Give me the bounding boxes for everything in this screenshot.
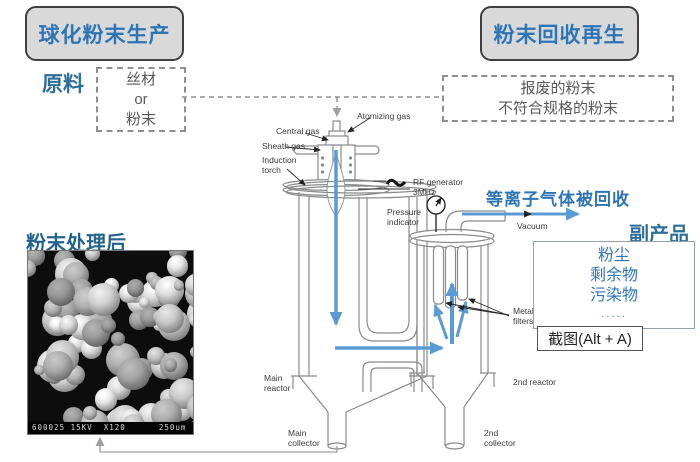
raw-material-label: 原料	[42, 73, 84, 96]
plasma-recovered-label: 等离子气体被回收	[486, 190, 630, 209]
powder-sphere	[186, 298, 193, 331]
sem-spheres	[28, 251, 193, 422]
metal-filters-label: Metal filters	[513, 306, 534, 327]
screenshot-tooltip-label: 截图(Alt + A)	[548, 331, 632, 348]
second-reactor-drawing	[409, 228, 496, 450]
powder-sphere	[101, 318, 116, 333]
powder-sphere	[42, 350, 74, 381]
powder-sphere	[85, 251, 100, 261]
powder-sphere	[94, 388, 118, 411]
scrap-line: 报废的粉末	[520, 79, 596, 97]
powder-sphere	[63, 407, 85, 422]
sem-image: 600025 15KV X120 250um	[27, 250, 194, 435]
processed-powder-label: 粉末处理后	[26, 233, 126, 255]
byproduct-ellipsis: .....	[601, 308, 627, 320]
powder-sphere	[87, 282, 121, 317]
feed-material-box: 丝材 or 粉末	[96, 67, 186, 132]
feed-line: 丝材	[125, 70, 156, 88]
induction-torch-label: Induction torch	[262, 155, 297, 176]
powder-sphere	[187, 392, 193, 422]
node-label: 粉末回收再生	[493, 23, 626, 47]
byproduct-title: 副产品	[629, 224, 689, 246]
powder-sphere	[28, 260, 36, 277]
powder-sphere	[169, 251, 188, 260]
byproduct-item: 剩余物	[589, 267, 638, 284]
sem-scalebar: 600025 15KV X120 250um	[28, 422, 193, 434]
rf-generator-label: RF generator 3MHz	[413, 177, 464, 198]
collector-to-sem-arrow-icon	[95, 437, 338, 453]
pressure-indicator-label: Pressure indicator	[387, 207, 422, 228]
powder-sphere	[82, 406, 97, 421]
node-spheroidized-powder-production: 球化粉末生产	[25, 6, 184, 61]
byproduct-item: 污染物	[589, 287, 638, 304]
node-label: 球化粉末生产	[38, 23, 171, 47]
powder-sphere	[188, 313, 193, 326]
powder-sphere	[58, 314, 79, 335]
powder-sphere	[150, 399, 182, 422]
central-gas-label: Central gas	[276, 126, 320, 136]
atomizing-gas-label: Atomizing gas	[357, 111, 411, 121]
node-powder-recycle-regeneration: 粉末回收再生	[480, 6, 639, 61]
scrap-powder-box: 报废的粉末 不符合规格的粉末	[442, 75, 674, 122]
recirculation-arrow-left-icon	[433, 304, 449, 340]
powder-sphere	[184, 274, 193, 296]
main-reactor-label: Main reactor	[264, 373, 291, 394]
powder-sphere	[154, 303, 184, 333]
byproduct-item: 粉尘	[597, 247, 630, 264]
scrap-line: 不符合规格的粉末	[497, 99, 618, 117]
powder-sphere	[46, 278, 75, 307]
vacuum-tick-arrow-icon	[524, 210, 532, 218]
powder-sphere	[34, 364, 45, 376]
feed-line: or	[134, 90, 148, 108]
powder-sphere	[173, 280, 185, 292]
sheath-gas-label: Sheath gas	[262, 141, 306, 151]
powder-sphere	[122, 414, 146, 422]
powder-sphere	[126, 279, 145, 297]
powder-sphere	[139, 297, 150, 308]
powder-sphere	[163, 358, 178, 372]
pressure-gauge-drawing	[426, 195, 446, 232]
powder-sphere	[117, 357, 150, 391]
rf-squiggle-icon	[385, 178, 407, 187]
powder-sphere	[190, 345, 193, 358]
powder-sphere	[111, 331, 126, 347]
second-reactor-label: 2nd reactor	[513, 377, 556, 387]
screenshot-tooltip-button[interactable]: 截图(Alt + A)	[537, 326, 643, 351]
feed-line: 粉末	[125, 110, 156, 128]
main-collector-label: Main collector	[288, 428, 320, 449]
byproduct-box: 粉尘 剩余物 污染物 .....	[533, 241, 695, 329]
powder-sphere	[167, 255, 189, 277]
feed-dashed-connector	[182, 96, 442, 106]
vacuum-label: Vacuum	[517, 221, 548, 231]
label-leader-lines	[284, 117, 510, 317]
second-collector-label: 2nd collector	[484, 428, 516, 449]
